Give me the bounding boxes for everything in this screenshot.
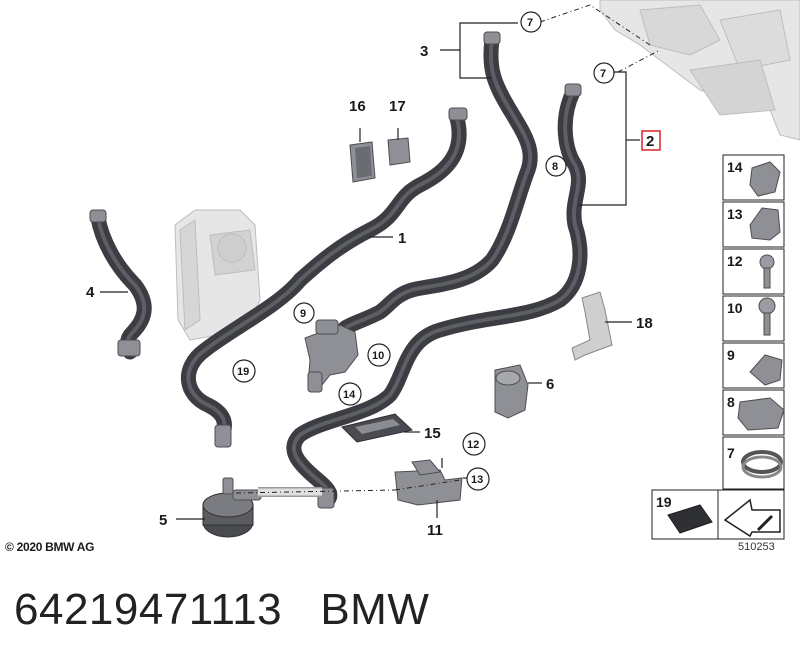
clip-14-thumb bbox=[749, 161, 781, 197]
label-17: 17 bbox=[389, 98, 406, 115]
label-3: 3 bbox=[420, 43, 428, 60]
panel-label-14: 14 bbox=[727, 159, 743, 175]
svg-text:14: 14 bbox=[343, 389, 356, 401]
panel-label-19: 19 bbox=[656, 494, 672, 510]
ghost-electronics-block bbox=[174, 209, 261, 341]
clamp-8-thumb bbox=[737, 397, 785, 431]
image-number: 510253 bbox=[738, 541, 775, 553]
hose-3 bbox=[337, 32, 538, 336]
callout-9: 9 bbox=[293, 302, 315, 324]
nut-9-thumb bbox=[749, 354, 783, 386]
seal-15 bbox=[341, 413, 414, 443]
bracket-11 bbox=[394, 459, 463, 506]
panel-label-9: 9 bbox=[727, 347, 735, 363]
callout-12: 12 bbox=[462, 432, 486, 456]
clamp-17 bbox=[387, 137, 411, 166]
panel-label-10: 10 bbox=[727, 300, 743, 316]
electric-water-pump bbox=[202, 477, 262, 538]
svg-text:12: 12 bbox=[467, 439, 479, 451]
label-2: 2 bbox=[646, 133, 654, 150]
highlighted-part-2[interactable]: 2 bbox=[641, 130, 661, 151]
callout-13: 13 bbox=[466, 467, 490, 491]
label-1: 1 bbox=[398, 230, 406, 247]
screw-10-thumb bbox=[758, 297, 776, 336]
callout-19: 19 bbox=[232, 359, 256, 383]
svg-text:19: 19 bbox=[237, 366, 249, 378]
parts-panel: 14 13 12 10 9 8 7 19 bbox=[651, 154, 785, 540]
svg-text:9: 9 bbox=[300, 308, 306, 320]
bracket-18 bbox=[571, 291, 613, 361]
svg-text:13: 13 bbox=[471, 474, 483, 486]
pad-19-thumb bbox=[667, 504, 713, 534]
callout-14: 14 bbox=[338, 382, 362, 406]
callout-10: 10 bbox=[367, 343, 391, 367]
copyright-notice: © 2020 BMW AG bbox=[5, 540, 95, 554]
hose-1 bbox=[181, 110, 467, 438]
panel-label-12: 12 bbox=[727, 253, 743, 269]
reference-lines bbox=[235, 4, 661, 494]
hose-4 bbox=[90, 210, 152, 360]
callout-8: 8 bbox=[545, 155, 567, 177]
panel-label-13: 13 bbox=[727, 206, 743, 222]
label-5: 5 bbox=[159, 512, 167, 529]
callout-7b: 7 bbox=[593, 62, 615, 84]
panel-label-7: 7 bbox=[727, 445, 735, 461]
label-18: 18 bbox=[636, 315, 653, 332]
label-15: 15 bbox=[424, 425, 441, 442]
leader-lines bbox=[100, 22, 640, 520]
clamp-16 bbox=[349, 141, 376, 183]
callout-7a: 7 bbox=[520, 11, 542, 33]
panel-label-8: 8 bbox=[727, 394, 735, 410]
label-16: 16 bbox=[349, 98, 366, 115]
svg-text:10: 10 bbox=[372, 350, 384, 362]
hose-clamp-7-thumb bbox=[741, 450, 783, 479]
valve-assembly bbox=[304, 319, 359, 393]
label-11: 11 bbox=[427, 522, 443, 539]
holder-6 bbox=[494, 364, 529, 419]
screw-12-thumb bbox=[759, 254, 775, 289]
arrow-symbol bbox=[723, 498, 781, 538]
label-4: 4 bbox=[86, 284, 95, 301]
clip-13-thumb bbox=[749, 207, 781, 241]
svg-text:8: 8 bbox=[552, 161, 558, 173]
hose-2 bbox=[286, 84, 588, 508]
svg-text:7: 7 bbox=[527, 17, 533, 29]
label-6: 6 bbox=[546, 376, 554, 393]
svg-text:7: 7 bbox=[600, 68, 606, 80]
part-number-caption: 64219471113 BMW bbox=[14, 585, 430, 634]
ghost-module-top-right bbox=[599, 0, 800, 141]
